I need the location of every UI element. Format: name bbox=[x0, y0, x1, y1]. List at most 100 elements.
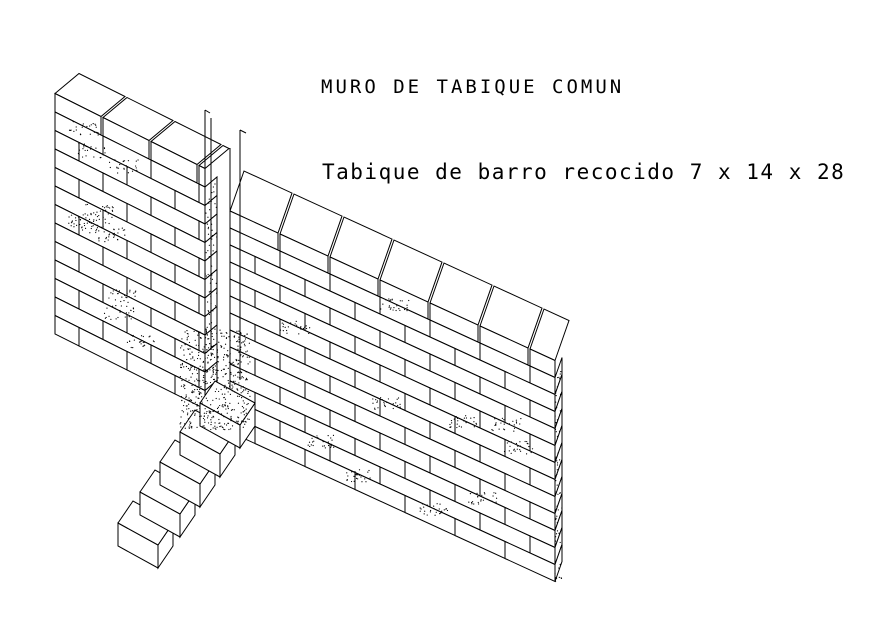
concrete-fill-stipple bbox=[194, 331, 195, 332]
left-wall-stipple bbox=[87, 223, 88, 224]
right-wall-stipple bbox=[400, 300, 401, 301]
concrete-fill-stipple bbox=[198, 332, 199, 333]
concrete-fill-stipple bbox=[240, 355, 241, 356]
concrete-fill-stipple bbox=[213, 372, 214, 373]
concrete-fill-stipple bbox=[195, 402, 196, 403]
concrete-fill-stipple bbox=[196, 369, 197, 370]
left-wall-stipple bbox=[212, 230, 213, 231]
concrete-fill-stipple bbox=[243, 389, 244, 390]
left-wall-stipple bbox=[83, 145, 84, 146]
left-wall-stipple bbox=[79, 150, 80, 151]
concrete-fill-stipple bbox=[239, 396, 240, 397]
concrete-fill-stipple bbox=[210, 412, 211, 413]
right-wall-stipple bbox=[328, 441, 329, 442]
left-wall-stipple bbox=[98, 134, 99, 135]
concrete-fill-stipple bbox=[217, 361, 218, 362]
right-wall-stipple bbox=[309, 442, 310, 443]
right-wall-stipple bbox=[382, 303, 383, 304]
right-wall-stipple bbox=[388, 298, 389, 299]
concrete-fill-stipple bbox=[184, 344, 185, 345]
right-wall-stipple bbox=[451, 420, 452, 421]
left-wall-stipple bbox=[216, 293, 217, 294]
concrete-fill-stipple bbox=[244, 410, 245, 411]
left-wall-stipple bbox=[104, 241, 105, 242]
concrete-fill-stipple bbox=[230, 428, 231, 429]
left-wall-stipple bbox=[128, 160, 129, 161]
concrete-fill-stipple bbox=[210, 404, 211, 405]
right-wall-stipple bbox=[531, 452, 532, 453]
left-wall-stipple bbox=[211, 355, 212, 356]
concrete-fill-stipple bbox=[190, 422, 191, 423]
concrete-fill-stipple bbox=[219, 426, 220, 427]
right-wall-stipple bbox=[557, 530, 558, 531]
right-wall-stipple bbox=[511, 453, 512, 454]
left-wall-stipple bbox=[80, 219, 81, 220]
concrete-fill-stipple bbox=[239, 377, 240, 378]
left-wall-stipple bbox=[95, 232, 96, 233]
concrete-fill-stipple bbox=[230, 380, 231, 381]
concrete-fill-stipple bbox=[243, 411, 244, 412]
concrete-fill-stipple bbox=[222, 393, 223, 394]
left-wall-stipple bbox=[96, 229, 97, 230]
left-wall-stipple bbox=[206, 275, 207, 276]
right-wall-stipple bbox=[491, 501, 492, 502]
concrete-fill-stipple bbox=[185, 397, 186, 398]
concrete-fill-stipple bbox=[212, 346, 213, 347]
left-wall-stipple bbox=[97, 225, 98, 226]
right-wall-stipple bbox=[372, 403, 373, 404]
right-wall-stipple bbox=[555, 458, 556, 459]
left-wall-stipple bbox=[135, 292, 136, 293]
left-wall-stipple bbox=[106, 237, 107, 238]
left-wall-stipple bbox=[82, 156, 83, 157]
right-wall-stipple bbox=[556, 533, 557, 534]
concrete-fill-stipple bbox=[190, 358, 191, 359]
right-wall-stipple bbox=[331, 440, 332, 441]
left-wall-stipple bbox=[110, 167, 111, 168]
left-wall-stipple bbox=[113, 237, 114, 238]
left-wall-stipple bbox=[86, 146, 87, 147]
left-wall-stipple bbox=[106, 307, 107, 308]
left-wall-stipple bbox=[104, 231, 105, 232]
concrete-fill-stipple bbox=[207, 362, 208, 363]
concrete-fill-stipple bbox=[249, 396, 250, 397]
left-wall-stipple bbox=[91, 124, 92, 125]
left-wall-stipple bbox=[143, 336, 144, 337]
concrete-fill-stipple bbox=[190, 368, 191, 369]
concrete-fill-stipple bbox=[202, 402, 203, 403]
concrete-fill-stipple bbox=[223, 348, 224, 349]
left-wall-stipple bbox=[96, 212, 97, 213]
left-wall-stipple bbox=[133, 311, 134, 312]
right-wall-stipple bbox=[560, 492, 561, 493]
right-wall-stipple bbox=[495, 422, 496, 423]
concrete-fill-stipple bbox=[234, 335, 235, 336]
concrete-fill-stipple bbox=[191, 426, 192, 427]
left-wall-stipple bbox=[132, 347, 133, 348]
left-wall-stipple bbox=[119, 312, 120, 313]
left-wall-stipple bbox=[209, 256, 210, 257]
right-wall-stipple bbox=[430, 511, 431, 512]
right-wall-stipple bbox=[309, 327, 310, 328]
right-wall-stipple bbox=[556, 516, 557, 517]
right-wall-stipple bbox=[346, 472, 347, 473]
left-wall-stipple bbox=[207, 357, 208, 358]
right-wall-stipple bbox=[449, 424, 450, 425]
concrete-fill-stipple bbox=[188, 397, 189, 398]
left-wall-stipple bbox=[119, 290, 120, 291]
right-wall-stipple bbox=[398, 397, 399, 398]
right-wall-stipple bbox=[313, 441, 314, 442]
concrete-fill-stipple bbox=[230, 394, 231, 395]
concrete-fill-stipple bbox=[238, 341, 239, 342]
left-wall-stipple bbox=[214, 183, 215, 184]
concrete-fill-stipple bbox=[236, 331, 237, 332]
right-wall-stipple bbox=[478, 502, 479, 503]
left-wall-stipple bbox=[118, 168, 119, 169]
concrete-fill-stipple bbox=[183, 366, 184, 367]
right-wall-stipple bbox=[346, 480, 347, 481]
right-wall-stipple bbox=[441, 511, 442, 512]
left-wall-stipple bbox=[88, 221, 89, 222]
concrete-fill-stipple bbox=[248, 403, 249, 404]
left-wall-stipple bbox=[205, 212, 206, 213]
right-wall-stipple bbox=[504, 451, 505, 452]
right-wall-stipple bbox=[494, 418, 495, 419]
right-wall-stipple bbox=[354, 481, 355, 482]
